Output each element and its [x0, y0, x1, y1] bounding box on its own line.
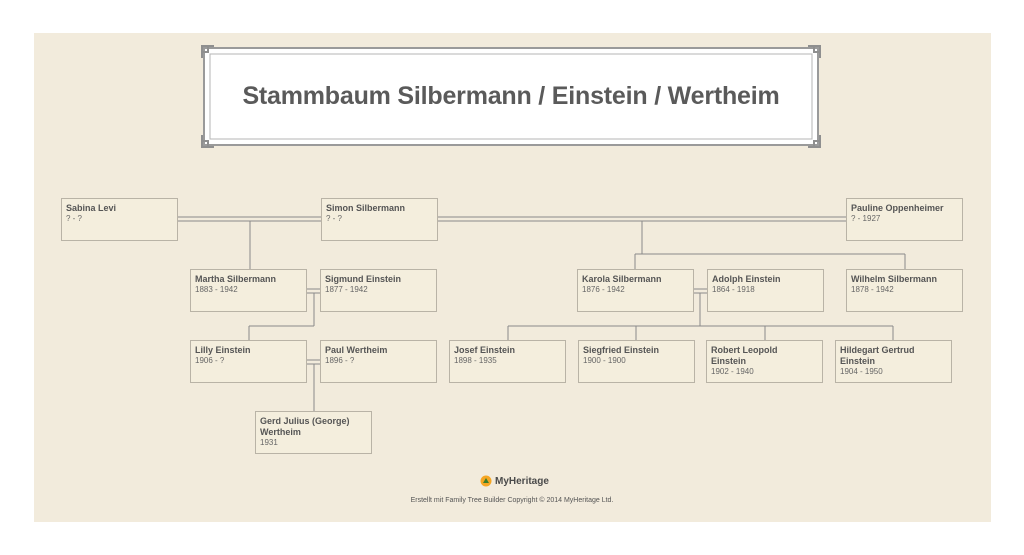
- person-name: Wilhelm Silbermann: [851, 274, 937, 284]
- person-name: Siegfried Einstein: [583, 345, 660, 355]
- person-dates: 1864 - 1918: [712, 285, 755, 294]
- person-name: Lilly Einstein: [195, 345, 251, 355]
- title-frame: Stammbaum Silbermann / Einstein / Werthe…: [200, 44, 822, 149]
- person-name: Adolph Einstein: [712, 274, 781, 284]
- person-name: Sabina Levi: [66, 203, 117, 213]
- person-name: Gerd Julius (George) Wertheim: [260, 416, 350, 437]
- person-name: Hildegart Gertrud Einstein: [840, 345, 915, 366]
- person-box-robert-leopold-einstein[interactable]: Robert Leopold Einstein 1902 - 1940: [706, 340, 823, 383]
- logo-text: MyHeritage: [495, 475, 549, 487]
- person-box-martha-silbermann[interactable]: Martha Silbermann 1883 - 1942: [190, 269, 307, 312]
- person-name: Simon Silbermann: [326, 203, 406, 213]
- person-box-sigmund-einstein[interactable]: Sigmund Einstein 1877 - 1942: [320, 269, 437, 312]
- person-dates: 1900 - 1900: [583, 356, 626, 365]
- person-box-paul-wertheim[interactable]: Paul Wertheim 1896 - ?: [320, 340, 437, 383]
- person-dates: 1898 - 1935: [454, 356, 497, 365]
- person-box-josef-einstein[interactable]: Josef Einstein 1898 - 1935: [449, 340, 566, 383]
- person-dates: 1904 - 1950: [840, 367, 883, 376]
- person-box-adolph-einstein[interactable]: Adolph Einstein 1864 - 1918: [707, 269, 824, 312]
- myheritage-logo: MyHeritage: [480, 475, 549, 487]
- title-frame-border: [201, 45, 821, 148]
- person-box-hildegart-gertrud-einstein[interactable]: Hildegart Gertrud Einstein 1904 - 1950: [835, 340, 952, 383]
- person-name: Robert Leopold Einstein: [711, 345, 778, 366]
- person-dates: ? - ?: [66, 214, 83, 223]
- person-box-sabina-levi[interactable]: Sabina Levi ? - ?: [61, 198, 178, 241]
- chart-title: Stammbaum Silbermann / Einstein / Werthe…: [242, 82, 780, 110]
- person-name: Paul Wertheim: [325, 345, 388, 355]
- person-box-pauline-oppenheimer[interactable]: Pauline Oppenheimer ? - 1927: [846, 198, 963, 241]
- person-name: Pauline Oppenheimer: [851, 203, 944, 213]
- person-dates: 1878 - 1942: [851, 285, 894, 294]
- person-dates: 1877 - 1942: [325, 285, 368, 294]
- person-box-simon-silbermann[interactable]: Simon Silbermann ? - ?: [321, 198, 438, 241]
- person-dates: 1896 - ?: [325, 356, 355, 365]
- myheritage-logo-icon: [480, 475, 492, 487]
- footer-copyright: Erstellt mit Family Tree Builder Copyrig…: [410, 497, 614, 504]
- person-dates: ? - ?: [326, 214, 343, 223]
- person-name: Martha Silbermann: [195, 274, 277, 284]
- person-name: Josef Einstein: [454, 345, 516, 355]
- person-box-siegfried-einstein[interactable]: Siegfried Einstein 1900 - 1900: [578, 340, 695, 383]
- person-name: Sigmund Einstein: [325, 274, 402, 284]
- person-dates: 1906 - ?: [195, 356, 225, 365]
- person-box-wilhelm-silbermann[interactable]: Wilhelm Silbermann 1878 - 1942: [846, 269, 963, 312]
- person-dates: 1876 - 1942: [582, 285, 625, 294]
- person-box-karola-silbermann[interactable]: Karola Silbermann 1876 - 1942: [577, 269, 694, 312]
- person-dates: 1902 - 1940: [711, 367, 754, 376]
- person-box-lilly-einstein[interactable]: Lilly Einstein 1906 - ?: [190, 340, 307, 383]
- person-box-gerd-julius-wertheim[interactable]: Gerd Julius (George) Wertheim 1931: [255, 411, 372, 454]
- person-dates: ? - 1927: [851, 214, 881, 223]
- person-dates: 1931: [260, 438, 278, 447]
- person-dates: 1883 - 1942: [195, 285, 238, 294]
- person-name: Karola Silbermann: [582, 274, 662, 284]
